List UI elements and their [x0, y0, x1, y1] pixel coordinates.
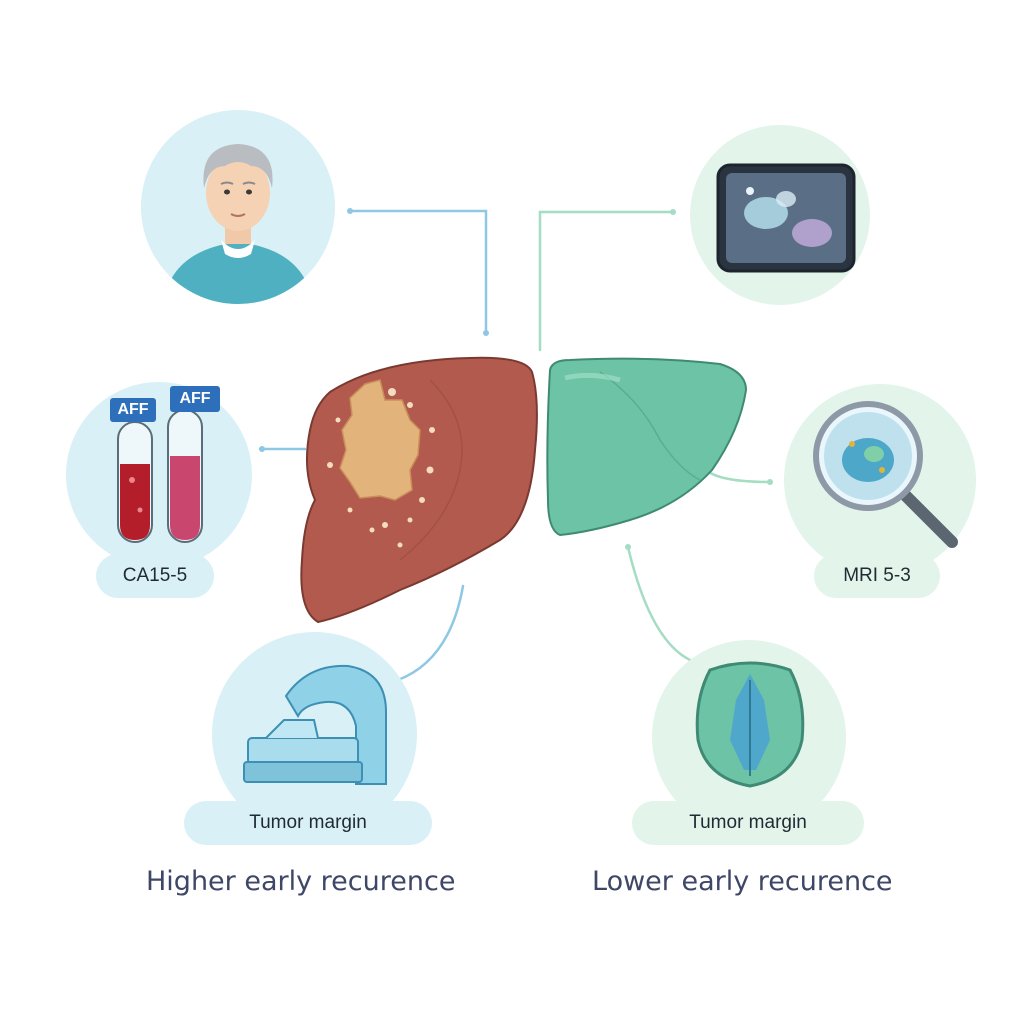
- right-caption: Lower early recurence: [592, 866, 893, 897]
- left-caption: Higher early recurence: [146, 866, 456, 897]
- tube-label-1: AFF: [110, 398, 156, 422]
- marker-label: CA15-5: [96, 554, 214, 598]
- mri-label: MRI 5-3: [814, 554, 940, 598]
- connector-cross-section: [626, 545, 692, 662]
- connector-patient: [348, 209, 488, 335]
- tube-label-2: AFF: [170, 386, 220, 412]
- ct-scan-screen-icon: [716, 163, 856, 273]
- blood-tubes-circle: [66, 382, 252, 568]
- patient-icon: [163, 144, 313, 304]
- healthy-liver: [546, 357, 748, 537]
- right-margin-label: Tumor margin: [632, 801, 864, 845]
- connector-ct: [538, 210, 675, 352]
- mri-scanner-icon: [243, 664, 387, 785]
- liver-cross-section-icon: [695, 661, 805, 788]
- diseased-liver: [300, 356, 538, 624]
- blood-tube-icon: [117, 409, 203, 543]
- connector-scanner: [396, 584, 465, 682]
- magnifier-icon: [813, 401, 958, 548]
- left-margin-label: Tumor margin: [184, 801, 432, 845]
